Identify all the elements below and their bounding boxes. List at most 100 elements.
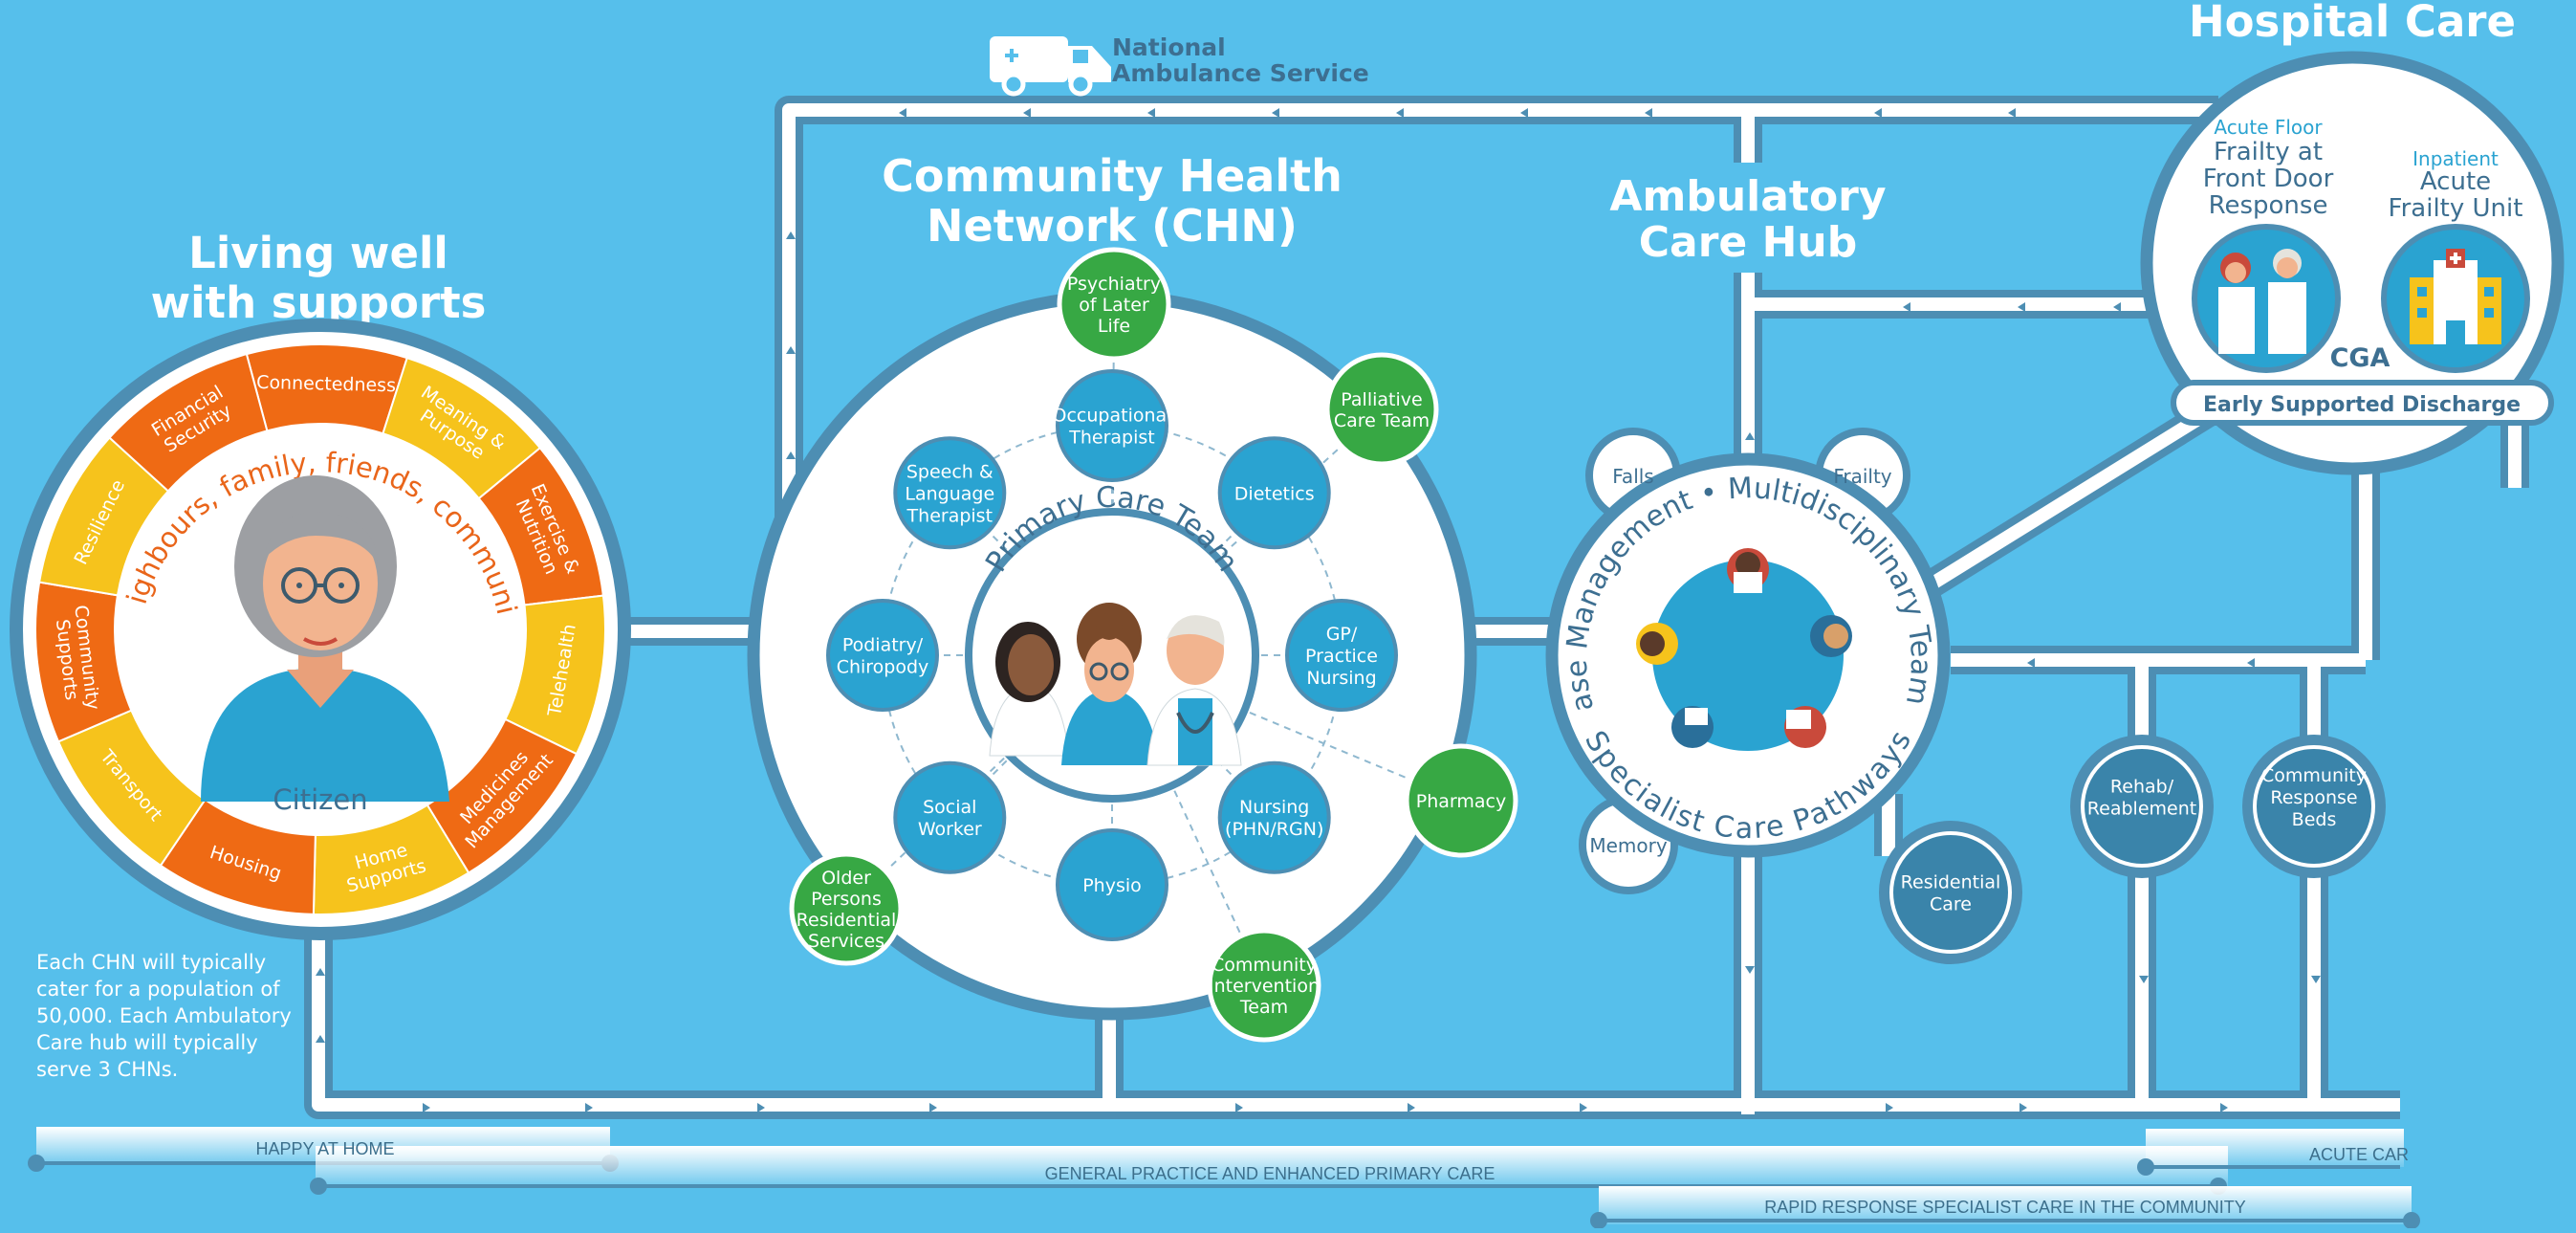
node-label-dietetics: Dietetics bbox=[1234, 483, 1315, 504]
acute-floor-line2: Front Door bbox=[2203, 165, 2334, 193]
clinicians-icon bbox=[2192, 224, 2341, 373]
inpatient-line1: Acute bbox=[2420, 167, 2491, 196]
population-note-line1: Each CHN will typically bbox=[36, 951, 266, 974]
citizen-label: Citizen bbox=[273, 783, 367, 816]
label-line: Occupational bbox=[1053, 406, 1172, 427]
node-pharmacy bbox=[1404, 743, 1518, 858]
label-line: Reablement bbox=[2087, 799, 2196, 820]
label-line: Dietetics bbox=[1234, 483, 1315, 504]
label-line: Physio bbox=[1082, 875, 1142, 896]
label-line: Therapist bbox=[1068, 428, 1154, 449]
label-line: Practice bbox=[1305, 646, 1378, 667]
node-speech-language-therapist bbox=[893, 436, 1007, 550]
label-line: Care Team bbox=[1334, 410, 1430, 431]
band-rapid-response: RAPID RESPONSE SPECIALIST CARE IN THE CO… bbox=[1764, 1198, 2245, 1217]
inpatient-line2: Frailty Unit bbox=[2389, 194, 2523, 223]
segment-label-connectedness: Connectedness bbox=[256, 372, 396, 396]
living-title-line1: Living well bbox=[188, 228, 448, 278]
hub-title-line1: Ambulatory bbox=[1609, 172, 1886, 221]
label-line: Beds bbox=[2292, 809, 2337, 830]
node-occupational-therapist bbox=[1056, 369, 1168, 482]
node-label-podiatry-chiropody: Podiatry/Chiropody bbox=[837, 635, 929, 678]
label-line: Older bbox=[821, 868, 871, 889]
band-happy-at-home: HAPPY AT HOME bbox=[255, 1139, 394, 1158]
clinicians-illustration bbox=[2218, 249, 2306, 354]
inpatient-label: Inpatient bbox=[2412, 147, 2499, 170]
node-physio bbox=[1056, 828, 1168, 941]
node-palliative-care-team bbox=[1324, 352, 1439, 467]
label-line: Speech & bbox=[906, 461, 993, 482]
population-note-line4: Care hub will typically bbox=[36, 1031, 258, 1054]
label-line: Social bbox=[923, 797, 976, 818]
falls-label: Falls bbox=[1612, 465, 1653, 488]
chn-title-line2: Network (CHN) bbox=[927, 200, 1298, 252]
label-line: Team bbox=[1239, 997, 1288, 1018]
label-line: Residential bbox=[797, 910, 897, 931]
hospital-building-illustration bbox=[2410, 249, 2501, 344]
hospital-title: Hospital Care bbox=[2189, 0, 2516, 47]
frailty-label: Frailty bbox=[1833, 465, 1891, 488]
hub-title-line2: Care Hub bbox=[1639, 218, 1858, 267]
label-line: Rehab/ bbox=[2110, 777, 2174, 798]
band-general-practice: GENERAL PRACTICE AND ENHANCED PRIMARY CA… bbox=[1045, 1164, 1495, 1183]
acute-floor-label: Acute Floor bbox=[2214, 116, 2323, 139]
label-line: Palliative bbox=[1341, 389, 1422, 410]
chn-title-line1: Community Health bbox=[882, 150, 1343, 202]
label-line: Nursing bbox=[1306, 668, 1376, 689]
label-line: of Later bbox=[1079, 295, 1149, 316]
label-line: (PHN/RGN) bbox=[1225, 819, 1323, 840]
label-line: Life bbox=[1098, 316, 1130, 337]
node-gp-practice-nursing bbox=[1285, 599, 1398, 712]
label-line: Psychiatry bbox=[1067, 274, 1161, 295]
early-supported-discharge-pill bbox=[2171, 380, 2554, 426]
timeline-bands bbox=[28, 1127, 2420, 1229]
acute-floor-line3: Response bbox=[2209, 191, 2328, 220]
label-line: Residential bbox=[1901, 872, 2001, 893]
rehab-label: Rehab/Reablement bbox=[2087, 777, 2196, 820]
band-acute-care: ACUTE CAR bbox=[2309, 1145, 2409, 1164]
label-line: Therapist bbox=[906, 505, 993, 526]
hub-table bbox=[1652, 560, 1844, 751]
node-label-physio: Physio bbox=[1082, 875, 1142, 896]
memory-label: Memory bbox=[1589, 834, 1668, 857]
acute-floor-line1: Frailty at bbox=[2214, 138, 2323, 166]
node-social-worker bbox=[893, 760, 1007, 874]
ambulance-icon bbox=[990, 36, 1111, 97]
node-dietetics bbox=[1217, 436, 1331, 550]
label-line: GP/ bbox=[1326, 624, 1358, 645]
label-line: Services bbox=[808, 931, 884, 952]
population-note-line2: cater for a population of bbox=[36, 978, 280, 1001]
label-line: Worker bbox=[918, 819, 982, 840]
label-line: Pharmacy bbox=[1416, 791, 1506, 812]
citizen-illustration bbox=[201, 475, 449, 802]
early-supported-discharge-label: Early Supported Discharge bbox=[2203, 393, 2521, 417]
node-community-intervention-team bbox=[1207, 928, 1321, 1043]
primary-care-team-illustration bbox=[989, 603, 1242, 766]
label-line: Persons bbox=[811, 889, 882, 910]
label-line: Podiatry/ bbox=[842, 635, 924, 656]
label-line: Care bbox=[1930, 894, 1972, 915]
node-nursing-phn-rgn bbox=[1217, 760, 1331, 874]
cga-label: CGA bbox=[2330, 343, 2390, 373]
label-line: Community bbox=[2261, 765, 2367, 786]
label-line: Language bbox=[905, 483, 994, 504]
label-line: Chiropody bbox=[837, 657, 929, 678]
ambulance-label-line1: National bbox=[1112, 33, 1226, 61]
node-psychiatry-of-later-life bbox=[1057, 247, 1171, 362]
ambulance-label-line2: Ambulance Service bbox=[1112, 59, 1369, 87]
label-line: Response bbox=[2270, 787, 2357, 808]
